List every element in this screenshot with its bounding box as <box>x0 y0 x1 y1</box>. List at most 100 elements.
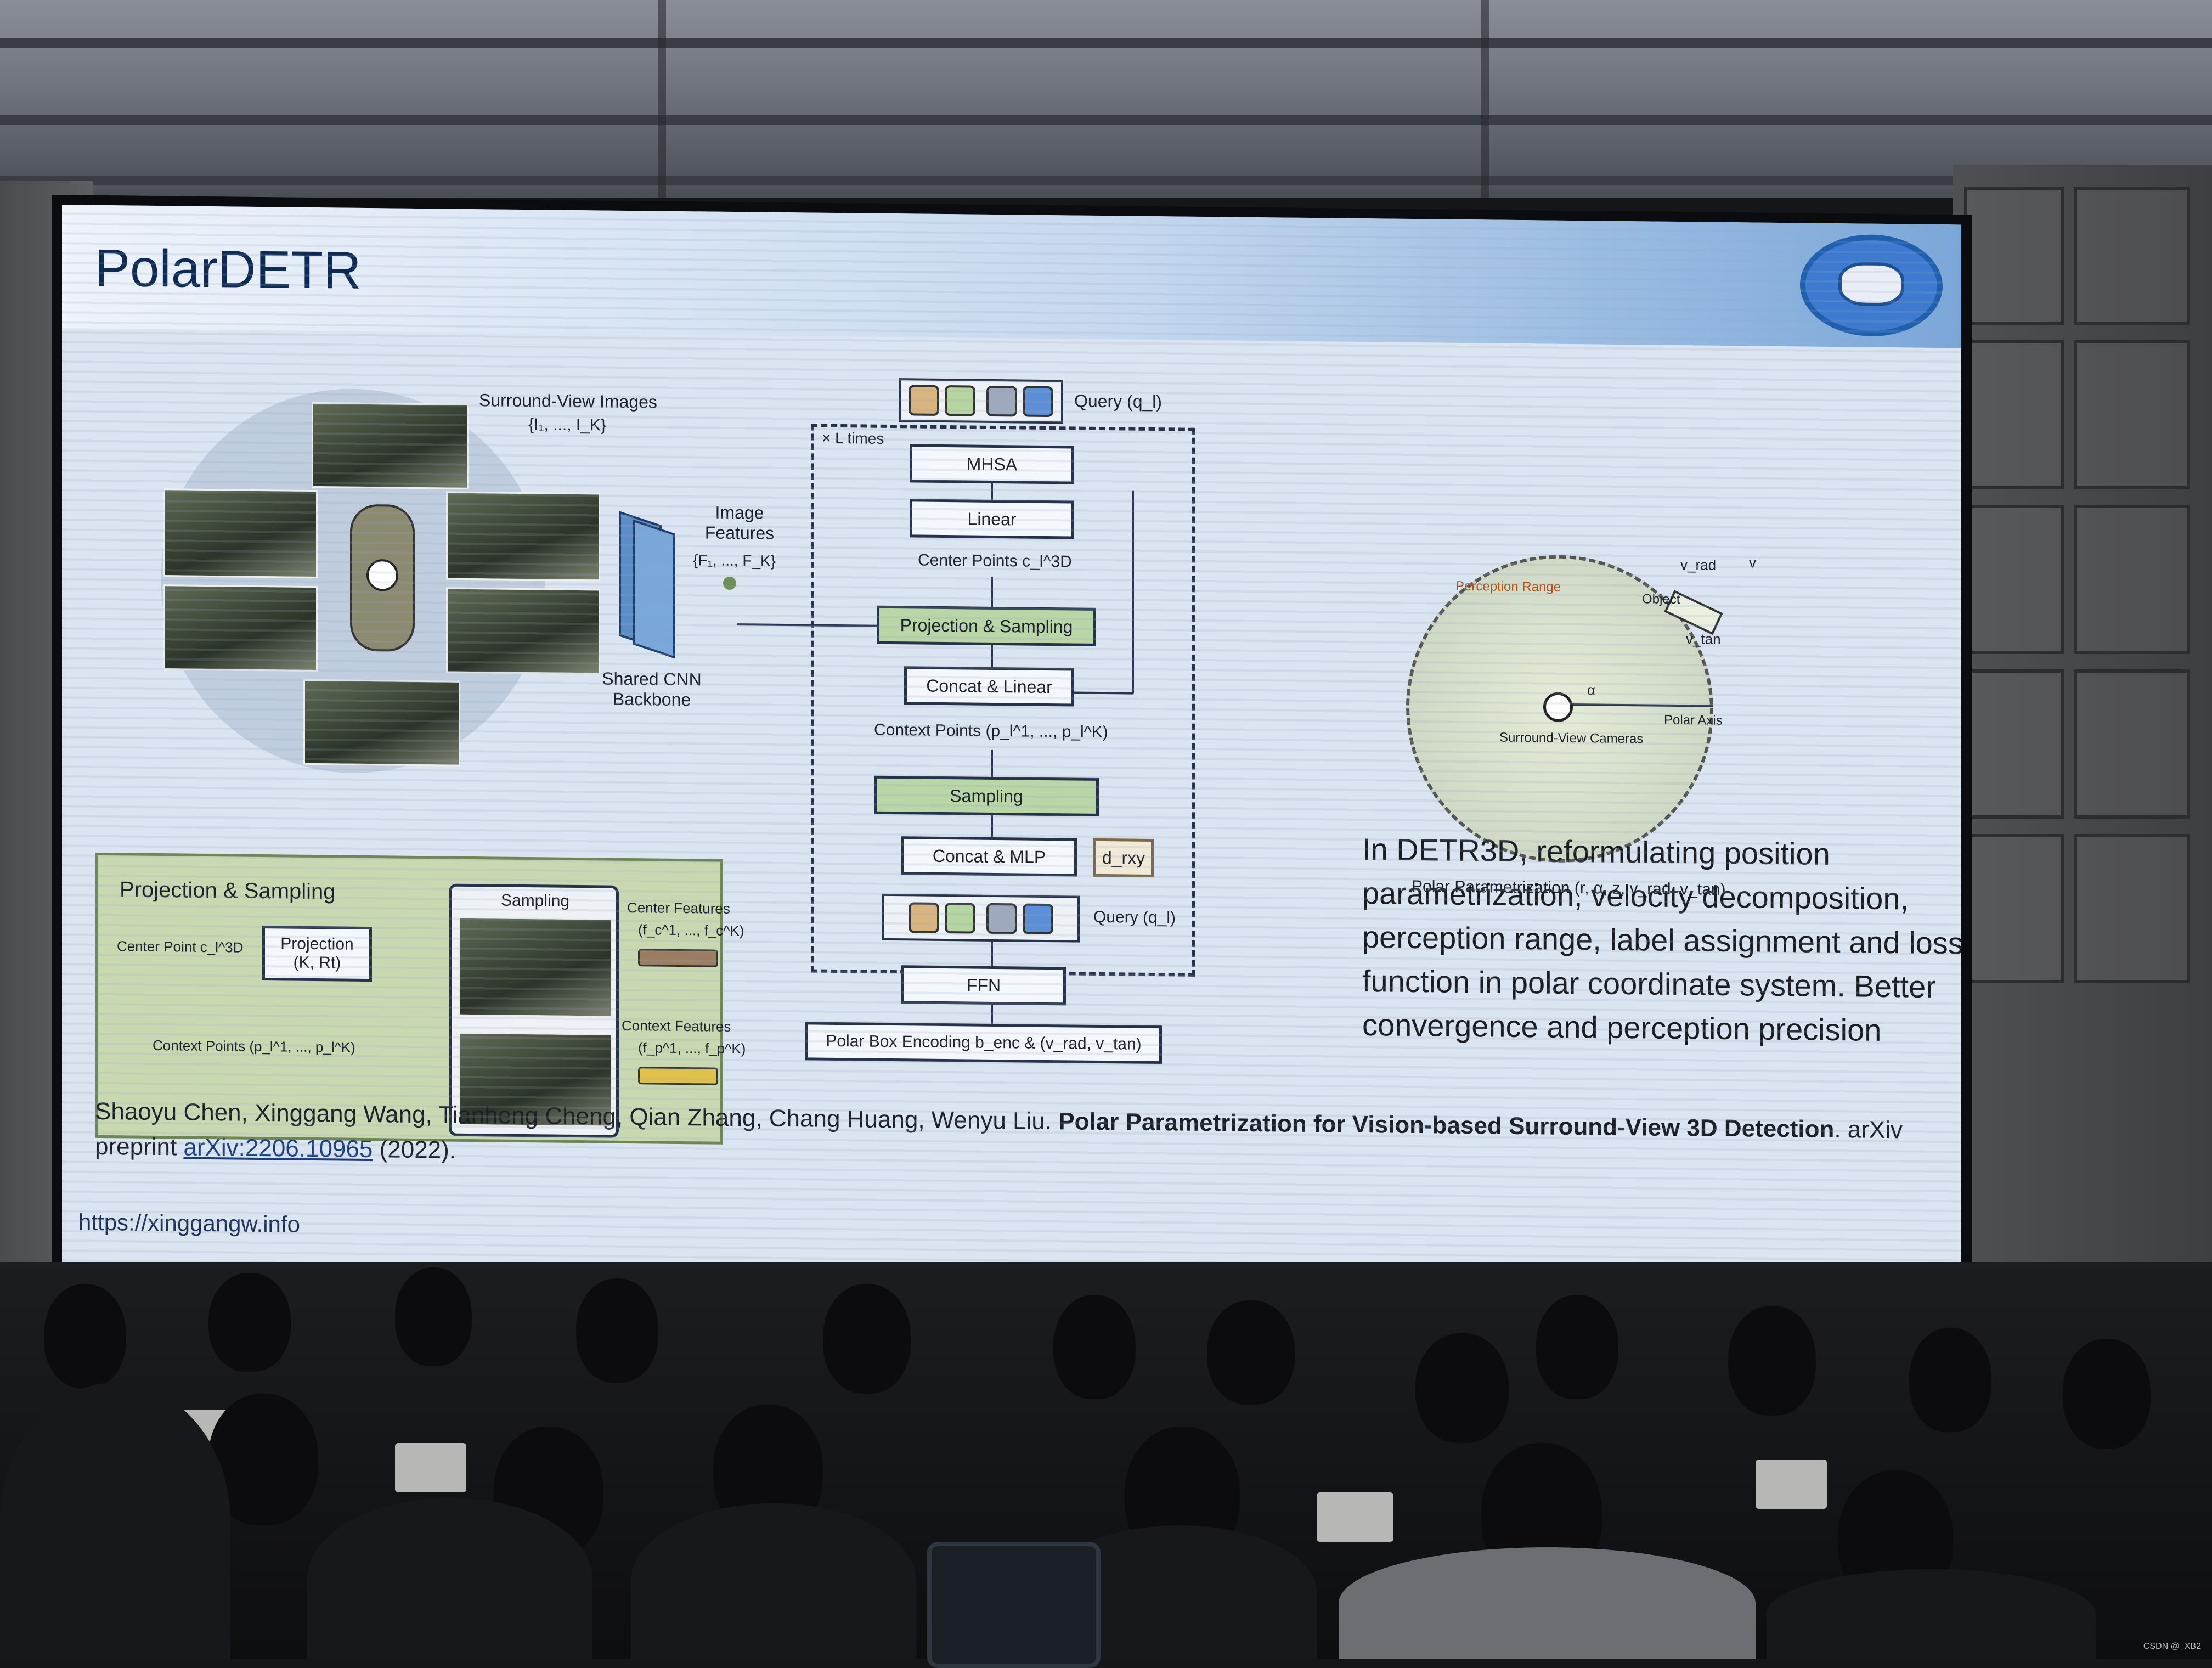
linear-block: Linear <box>910 499 1074 539</box>
camera-image-front <box>312 402 469 489</box>
ceiling-beam <box>0 115 2212 125</box>
logo-emblem <box>1838 262 1904 307</box>
camera-image-back-right <box>446 587 600 675</box>
ceiling-seam <box>1481 0 1489 198</box>
ps-context-points: Context Points (p_l^1, ..., p_l^K) <box>153 1036 356 1056</box>
camera-rig-icon <box>366 559 398 591</box>
audience <box>0 1262 2212 1659</box>
audience-head <box>1207 1300 1295 1405</box>
slide-url[interactable]: https://xinggangw.info <box>78 1209 300 1237</box>
wall-tile <box>1964 834 2064 983</box>
center-features-label: Center Features <box>627 899 730 917</box>
sampling-image-top <box>458 916 612 1018</box>
audience-body <box>1339 1547 1756 1659</box>
perception-range-label: Perception Range <box>1455 578 1561 595</box>
query-input-box <box>899 378 1063 424</box>
query-token <box>986 385 1017 417</box>
audience-head <box>1053 1295 1136 1399</box>
flow-arrow <box>991 645 993 667</box>
polar-box-encoding: Polar Box Encoding b_enc & (v_rad, v_tan… <box>805 1022 1162 1064</box>
query-token <box>1023 903 1053 934</box>
arxiv-link[interactable]: arXiv:2206.10965 <box>183 1134 373 1163</box>
audience-head <box>1728 1306 1816 1416</box>
camera-image-front-right <box>446 491 600 582</box>
ps-panel-title: Projection & Sampling <box>120 877 336 904</box>
audience-body <box>631 1503 916 1659</box>
feature-node <box>723 576 736 590</box>
projection-block: Projection (K, Rt) <box>262 926 372 982</box>
context-feature-vector <box>638 1067 718 1085</box>
flow-arrow <box>991 815 993 837</box>
surround-view-label: Surround-View Images <box>479 390 657 412</box>
wall-tile <box>2074 669 2190 819</box>
projection-sampling-block: Projection & Sampling <box>877 605 1096 646</box>
query-token <box>909 385 939 416</box>
context-features-sub: (f_p^1, ..., f_p^K) <box>638 1039 746 1057</box>
projection-screen: PolarDETR Surround-View Images {I₁, ...,… <box>52 195 1972 1321</box>
phone-in-hand <box>927 1542 1101 1668</box>
audience-head <box>395 1267 472 1366</box>
backbone-label: Shared CNN Backbone <box>602 668 702 710</box>
audience-head <box>2063 1339 2151 1449</box>
chair <box>1756 1460 1827 1509</box>
cameras-label: Surround-View Cameras <box>1499 730 1644 747</box>
audience-head <box>1909 1328 1991 1432</box>
skip-connection <box>1132 490 1134 694</box>
sampling-block: Sampling <box>874 775 1099 816</box>
wall-tile <box>2074 187 2190 325</box>
audience-head <box>1536 1295 1618 1399</box>
context-points-label: Context Points (p_l^1, ..., p_l^K) <box>874 720 1108 742</box>
citation-year: (2022). <box>379 1136 456 1164</box>
citation-title: Polar Parametrization for Vision-based S… <box>1058 1108 1835 1143</box>
center-features-sub: (f_c^1, ..., f_c^K) <box>638 921 744 939</box>
v-label: v <box>1749 554 1756 571</box>
v-tan-label: v_tan <box>1686 630 1721 647</box>
image-features-sub: {F₁, ..., F_K} <box>693 551 776 570</box>
wall-tile <box>2074 834 2190 983</box>
wall-tile <box>1964 340 2064 489</box>
wall-tile <box>1964 669 2064 819</box>
chair <box>1317 1492 1393 1542</box>
loop-label: × L times <box>822 429 884 447</box>
right-wall <box>1953 165 2212 1344</box>
audience-body <box>307 1498 592 1659</box>
camera-image-back <box>303 679 460 767</box>
flow-arrow <box>991 749 993 777</box>
wall-tile <box>1964 187 2064 325</box>
wall-tile <box>1964 505 2064 654</box>
audience-body <box>0 1383 230 1659</box>
query-label: Query (q_l) <box>1074 391 1163 412</box>
camera-image-back-left <box>163 584 318 672</box>
sampling-title: Sampling <box>501 891 570 910</box>
audience-head <box>823 1284 911 1394</box>
citation: Shaoyu Chen, Xinggang Wang, Tianheng Che… <box>95 1094 1949 1184</box>
audience-head <box>208 1273 291 1372</box>
mhsa-block: MHSA <box>910 444 1074 484</box>
ceiling-beam <box>0 38 2212 48</box>
wall-tile <box>2074 340 2190 489</box>
camera-image-front-left <box>163 488 318 579</box>
projection-sub: (K, Rt) <box>293 953 341 972</box>
concat-linear-block: Concat & Linear <box>904 666 1074 707</box>
drxy-input: d_rxy <box>1093 838 1154 878</box>
query-token <box>986 903 1017 934</box>
university-logo <box>1800 234 1948 340</box>
image-features-label: Image Features <box>704 502 775 543</box>
ffn-block: FFN <box>901 965 1066 1006</box>
surround-view-sub: {I₁, ..., I_K} <box>528 415 606 435</box>
flow-arrow <box>991 1004 993 1024</box>
ceiling-seam <box>658 0 666 198</box>
ceiling <box>0 0 2212 198</box>
audience-head <box>1415 1333 1509 1443</box>
ps-center-point: Center Point c_l^3D <box>117 938 244 956</box>
projection-label: Projection <box>280 934 354 954</box>
flow-arrow <box>991 576 993 607</box>
v-rad-label: v_rad <box>1680 556 1717 573</box>
query-token <box>945 385 975 416</box>
audience-head <box>44 1284 126 1388</box>
query-out-label: Query (q_l) <box>1093 908 1176 927</box>
center-feature-vector <box>638 949 718 967</box>
cnn-backbone-layer <box>633 519 675 659</box>
citation-authors: Shaoyu Chen, Xinggang Wang, Tianheng Che… <box>95 1097 1052 1135</box>
audience-head <box>576 1278 658 1383</box>
